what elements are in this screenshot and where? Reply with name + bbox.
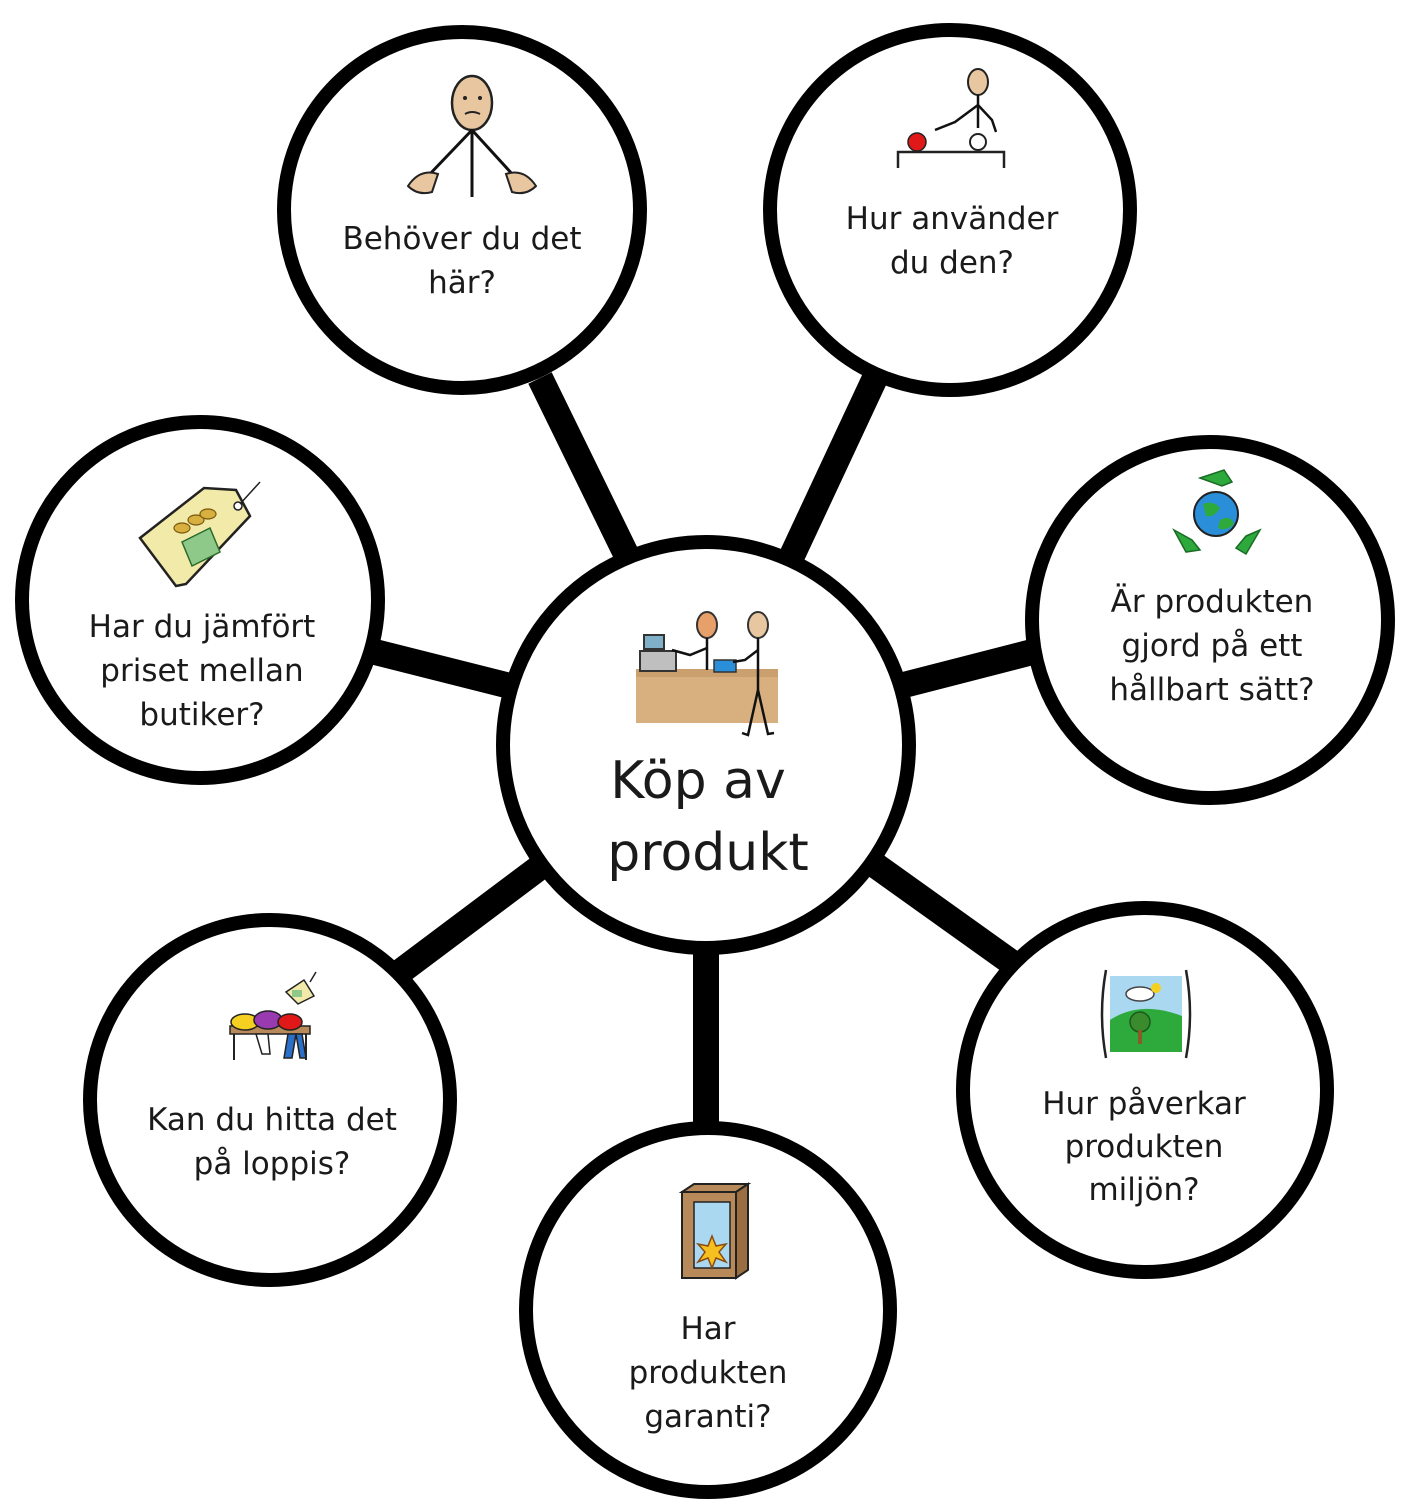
warranty-box-icon	[678, 1182, 752, 1280]
use-label-line-1: Hur använder	[846, 201, 1059, 237]
person-using-tool-icon	[896, 68, 1006, 168]
landscape-icon	[1100, 969, 1192, 1059]
need-label-line-1: Behöver du det	[342, 221, 581, 257]
connector-use	[778, 372, 887, 566]
node-use: Hur använder du den?	[763, 23, 1137, 397]
recycle-globe-icon	[1172, 469, 1262, 556]
need-label-line-2: här?	[428, 265, 496, 301]
sustainable-label-line-3: hållbart sätt?	[1109, 672, 1314, 708]
environment-label-line-1: Hur påverkar	[1042, 1086, 1246, 1122]
environment-label-line-3: miljön?	[1088, 1172, 1199, 1208]
node-warranty: Har produkten garanti?	[519, 1121, 897, 1499]
environment-label-line-2: produkten	[1065, 1129, 1224, 1165]
price-label-line-3: butiker?	[139, 697, 264, 733]
center-node: Köp av produkt	[496, 535, 916, 955]
price-label-line-1: Har du jämfört	[89, 609, 316, 645]
use-label-line-2: du den?	[890, 245, 1014, 281]
warranty-label-line-3: garanti?	[644, 1399, 771, 1435]
node-flea: Kan du hitta det på loppis?	[83, 913, 457, 1287]
center-label-line-2: produkt	[607, 823, 809, 883]
connector-lines	[371, 372, 1044, 1140]
connector-environment	[867, 854, 1023, 976]
price-label-line-2: priset mellan	[100, 653, 303, 689]
connector-sustainable	[896, 637, 1044, 699]
center-label-line-1: Köp av	[610, 751, 786, 811]
sustainable-label-line-2: gjord på ett	[1122, 628, 1303, 664]
price-tag-icon	[138, 481, 261, 588]
node-need: Behöver du det här?	[277, 25, 647, 395]
warranty-label-line-1: Har	[680, 1311, 735, 1347]
node-price: Har du jämfört priset mellan butiker?	[15, 415, 385, 785]
cashier-counter-icon	[636, 611, 778, 737]
flea-market-icon	[229, 971, 317, 1060]
flea-label-line-1: Kan du hitta det	[147, 1102, 397, 1138]
connector-flea	[392, 856, 548, 983]
warranty-label-line-2: produkten	[629, 1355, 788, 1391]
node-sustainable: Är produkten gjord på ett hållbart sätt?	[1025, 435, 1395, 805]
node-environment: Hur påverkar produkten miljön?	[956, 901, 1334, 1279]
flea-label-line-2: på loppis?	[194, 1146, 351, 1182]
connector-price	[371, 639, 514, 699]
connector-need	[528, 372, 640, 564]
sustainable-label-line-1: Är produkten	[1111, 584, 1314, 620]
shrugging-person-icon	[406, 74, 538, 197]
